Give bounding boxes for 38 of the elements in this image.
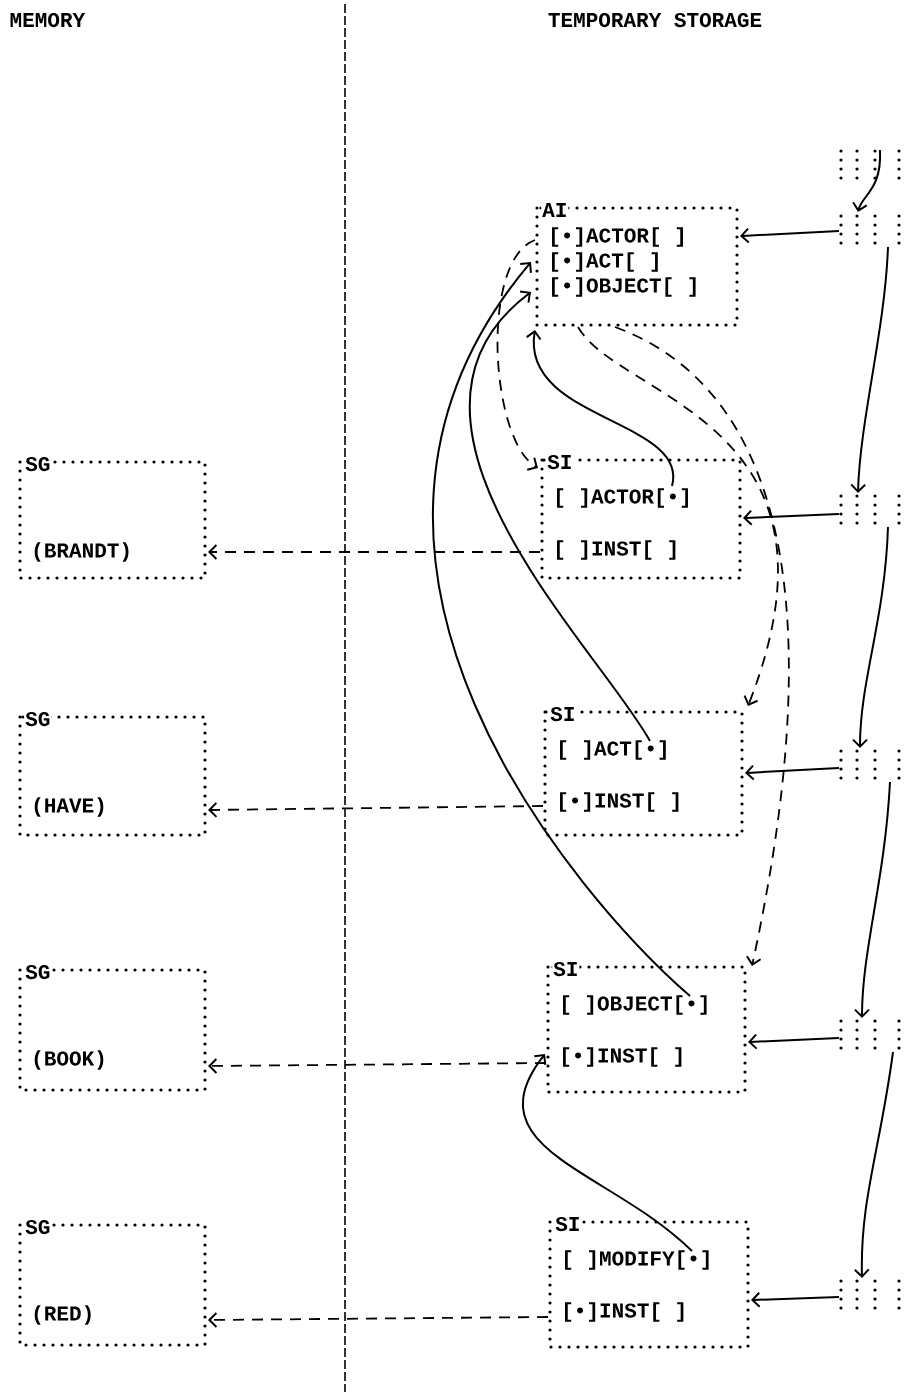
- dotted-marker: [839, 1019, 901, 1051]
- dashed-arrow: [496, 239, 538, 471]
- arrow: [748, 1033, 840, 1050]
- dotted-box: AI [•]ACTOR[ ] [•]ACT[ ] [•]OBJECT[ ]: [535, 202, 739, 327]
- arrow: [743, 509, 840, 526]
- arrow: [853, 1051, 894, 1278]
- dashed-arrow: [208, 544, 541, 560]
- dashed-arrow: [208, 1311, 549, 1328]
- arrow: [852, 149, 882, 212]
- arrow: [432, 262, 691, 997]
- dotted-box: SI [ ]OBJECT[•] [•]INST[ ]: [546, 960, 747, 1094]
- dotted-box: SG (RED): [18, 1218, 207, 1347]
- dotted-box: SG (BOOK): [18, 963, 207, 1092]
- arrow: [468, 290, 651, 742]
- dotted-box: SI [ ]MODIFY[•] [•]INST[ ]: [548, 1215, 750, 1349]
- arrow: [740, 227, 840, 244]
- dotted-box: SI [ ]ACT[•] [•]INST[ ]: [543, 705, 744, 837]
- dotted-marker: [839, 494, 901, 526]
- dashed-arrow: [208, 1057, 547, 1074]
- dashed-arrow: [208, 801, 544, 818]
- dotted-marker: [839, 749, 901, 781]
- dotted-marker: [839, 1279, 901, 1311]
- arrow: [751, 1291, 840, 1308]
- dotted-box: SI [ ]ACTOR[•] [ ]INST[ ]: [540, 453, 742, 580]
- arrow: [522, 1054, 693, 1252]
- arrow: [525, 330, 674, 487]
- dotted-marker: [839, 149, 901, 181]
- dotted-box: SG (BRANDT): [18, 455, 207, 580]
- arrow: [854, 781, 891, 1018]
- dashed-arrow: [577, 326, 779, 706]
- arrow: [852, 526, 889, 748]
- arrow: [745, 764, 840, 781]
- heading: TEMPORARY STORAGE: [548, 12, 762, 28]
- dotted-box: SG (HAVE): [18, 710, 207, 837]
- dotted-marker: [839, 214, 901, 246]
- arrow: [850, 246, 889, 493]
- dashed-arrow: [614, 326, 790, 966]
- heading: MEMORY: [10, 12, 86, 28]
